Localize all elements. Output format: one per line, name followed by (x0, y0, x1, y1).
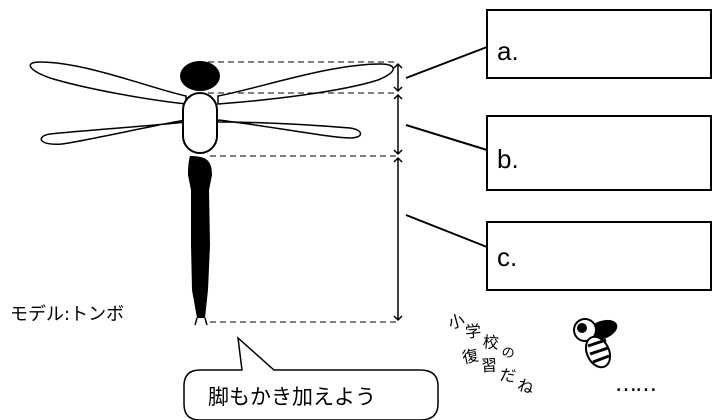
connector-lines (405, 46, 488, 248)
model-label: モデル:トンボ (10, 304, 125, 325)
answer-box-c[interactable] (486, 221, 712, 291)
right-forewing (217, 63, 394, 105)
dragonfly-body (180, 61, 220, 326)
left-hindwing (40, 119, 187, 145)
answer-box-b[interactable] (486, 115, 712, 191)
answer-box-b-label: b. (497, 144, 519, 174)
cheer-char: 校 (482, 332, 500, 353)
span-arrows (393, 62, 403, 322)
bee-trail-dots: …… (615, 372, 657, 397)
answer-box-a[interactable] (486, 9, 712, 79)
left-forewing (29, 61, 187, 105)
answer-box-a-label: a. (497, 36, 519, 66)
dragonfly-cerci (194, 317, 208, 326)
guide-lines (208, 61, 398, 323)
dragonfly-wings (29, 61, 394, 145)
answer-box-c-label: c. (497, 242, 518, 272)
speech-bubble-text: 脚もかき加えよう (208, 385, 376, 409)
bee-icon (573, 318, 618, 369)
dragonfly-thorax (182, 92, 218, 154)
right-hindwing (217, 119, 362, 139)
cheer-char: 学 (464, 321, 482, 342)
dragonfly-abdomen (188, 156, 212, 318)
cheer-char: 習 (480, 355, 498, 376)
dragonfly-head (180, 61, 220, 91)
cheer-char: だ (498, 364, 518, 387)
